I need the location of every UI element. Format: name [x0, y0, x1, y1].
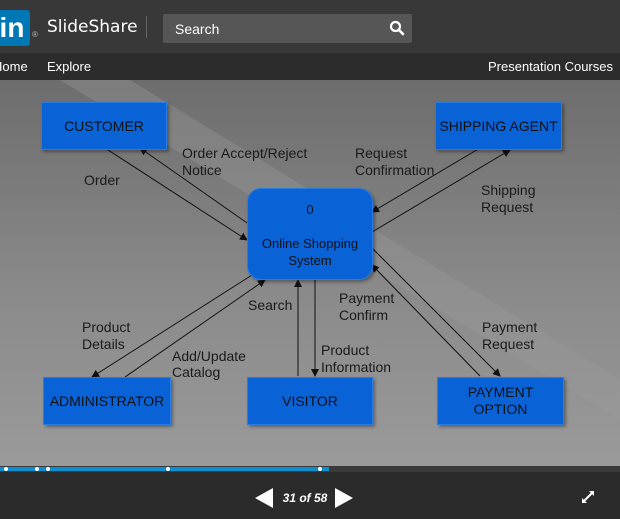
label-payment-request-1: Payment [482, 319, 538, 335]
label-add-update-1: Add/Update [172, 348, 246, 364]
label-product-details-2: Details [82, 336, 125, 352]
arrow-order-accept [139, 147, 251, 226]
label-shipping-1: Shipping [481, 182, 536, 198]
payment-option-line2: OPTION [473, 401, 528, 417]
shipping-agent-box: SHIPPING AGENT [435, 102, 562, 150]
label-search: Search [248, 297, 293, 313]
top-bar: in ® SlideShare [0, 0, 620, 53]
player-controls: 31 of 58 [0, 472, 620, 519]
process-title-line1: Online Shopping [261, 236, 359, 251]
label-request-2: Confirmation [355, 162, 435, 178]
label-product-details-1: Product [82, 319, 131, 335]
arrow-product-details [91, 274, 253, 378]
label-payment-request-2: Request [482, 336, 535, 352]
progress-marker[interactable] [4, 467, 8, 471]
progress-marker[interactable] [318, 467, 322, 471]
visitor-box: VISITOR [247, 377, 373, 425]
administrator-box: ADMINISTRATOR [43, 377, 171, 425]
progress-marker[interactable] [35, 467, 39, 471]
arrow-request-confirmation [371, 147, 481, 213]
progress-fill [0, 467, 329, 471]
label-product-info-1: Product [321, 342, 370, 358]
progress-marker[interactable] [166, 467, 170, 471]
label-add-update-2: Catalog [172, 364, 221, 380]
slideshare-logo-text[interactable]: SlideShare [47, 17, 138, 37]
arrow-shipping-request [371, 149, 511, 233]
page-counter: 31 of 58 [282, 491, 328, 505]
label-payment-confirm-2: Confirm [339, 307, 389, 323]
slide-viewer[interactable]: CUSTOMER SHIPPING AGENT ADMINISTRATOR VI… [0, 80, 620, 466]
search-input[interactable] [163, 14, 385, 43]
label-order-accept-2: Notice [182, 162, 222, 178]
customer-box: CUSTOMER [41, 102, 167, 150]
registered-mark: ® [32, 30, 38, 39]
header-divider [146, 16, 147, 38]
search-box [163, 14, 412, 43]
next-slide-button[interactable] [334, 487, 354, 509]
slide-progress-bar[interactable] [0, 466, 620, 472]
label-order-accept-1: Order Accept/Reject [182, 145, 308, 161]
label-payment-confirm-1: Payment [339, 290, 395, 306]
online-shopping-system-process: 0 Online Shopping System [247, 188, 373, 280]
nav-presentation-courses-link[interactable]: Presentation Courses [487, 59, 613, 74]
process-title-line2: System [288, 253, 332, 268]
fullscreen-expand-icon[interactable] [581, 490, 595, 504]
label-order: Order [84, 172, 120, 188]
process-number: 0 [306, 202, 314, 217]
search-icon[interactable] [389, 20, 405, 36]
linkedin-logo-icon[interactable]: in [0, 10, 30, 46]
progress-marker[interactable] [46, 467, 50, 471]
arrow-payment-confirm [371, 264, 481, 377]
nav-explore-link[interactable]: Explore [47, 59, 92, 74]
previous-slide-button[interactable] [254, 487, 274, 509]
nav-home-link[interactable]: Home [0, 59, 28, 74]
label-shipping-2: Request [481, 199, 534, 215]
arrow-payment-request [371, 247, 501, 377]
arrow-order [104, 147, 248, 241]
arrow-add-update-catalog [124, 279, 266, 378]
label-product-info-2: Information [321, 359, 392, 375]
payment-option-box: PAYMENT OPTION [437, 377, 564, 425]
payment-option-line1: PAYMENT [467, 384, 534, 400]
nav-bar: Home Explore Presentation Courses [0, 53, 620, 80]
label-request-1: Request [355, 145, 408, 161]
